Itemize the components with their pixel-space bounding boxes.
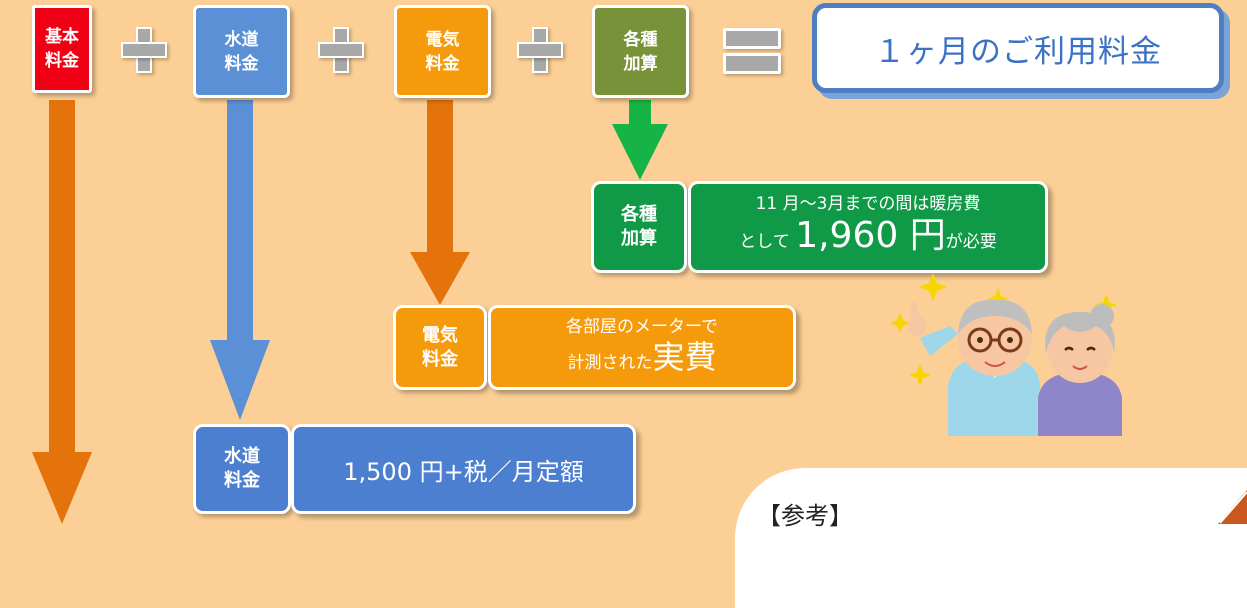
note-corner-decoration [1218,490,1247,524]
electric-fee-arrow [410,100,470,305]
electric-detail-box: 各部屋のメーターで 計測された実費 [488,305,796,390]
elderly-woman [1038,304,1122,436]
water-fee-box: 水道 料金 [193,5,290,98]
electric-fee-box: 電気 料金 [394,5,491,98]
arrows-layer [32,100,668,524]
electric-detail-line2: 計測された実費 [567,338,717,376]
heating-fee-amount: 1,960 円 [795,214,946,256]
water-detail-box: 1,500 円+税／月定額 [291,424,636,514]
plus-icon [517,27,563,73]
extra-fee-arrow [612,100,668,180]
reference-title: 【参考】 [757,502,853,530]
electric-detail-label: 電気 料金 [393,305,487,390]
electric-detail-line1: 各部屋のメーターで [566,317,718,337]
extra-detail-line2: として 1,960 円が必要 [739,214,997,256]
actual-cost-text: 実費 [652,338,717,376]
extra-detail-box: 11 月～3月までの間は暖房費 として 1,960 円が必要 [688,181,1048,273]
basic-fee-box: 基本 料金 [32,5,92,93]
water-fee-arrow [210,100,270,420]
water-detail-label: 水道 料金 [193,424,291,514]
extra-detail-label: 各種 加算 [591,181,687,273]
monthly-total-label: １ヶ月のご利用料金 [874,33,1162,70]
plus-icon [318,27,364,73]
extra-fee-box: 各種 加算 [592,5,689,98]
extra-detail-line1: 11 月～3月までの間は暖房費 [755,193,981,214]
water-fee-text: 1,500 円+税／月定額 [343,457,584,486]
plus-icon [121,27,167,73]
elderly-man [908,299,1040,436]
basic-fee-arrow [32,100,92,524]
elderly-couple-illustration [890,273,1122,436]
reference-note: 【参考】 [735,468,1247,608]
monthly-total-box: １ヶ月のご利用料金 [812,3,1224,93]
